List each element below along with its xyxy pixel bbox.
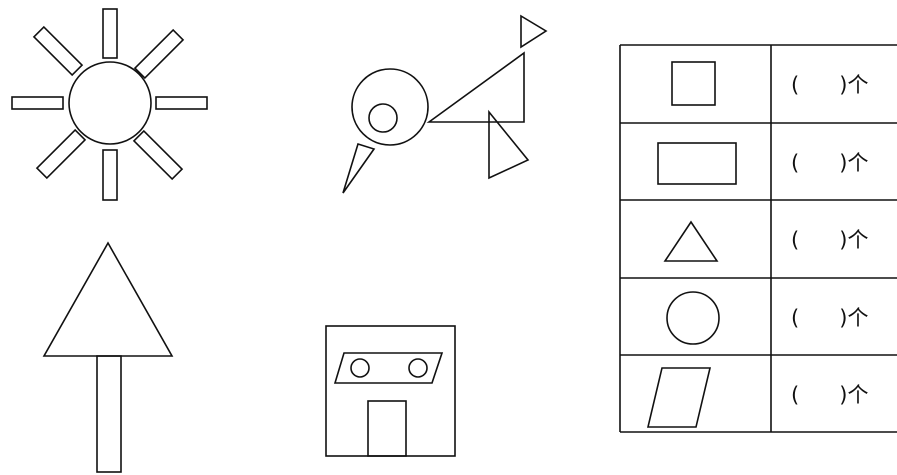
sun-ray-bottom — [102, 149, 118, 201]
bird-tail-triangle — [520, 14, 548, 49]
square-count-answer[interactable]: ( )个 — [791, 73, 868, 97]
triangle-shape-icon — [663, 220, 719, 262]
sun-ray-bottom-left — [35, 128, 87, 180]
house-wall-square — [325, 325, 456, 457]
tree-trunk-rectangle — [96, 355, 122, 473]
house-window-left-circle — [350, 358, 370, 378]
count-table: ( )个 ( )个 ( )个 ( )个 ( )个 — [619, 44, 897, 433]
sun-ray-top-right — [133, 28, 185, 80]
square-shape-icon — [671, 61, 716, 106]
bird-figure — [342, 14, 548, 194]
circle-count-answer[interactable]: ( )个 — [791, 306, 868, 330]
sun-ray-top — [102, 8, 118, 59]
sun-ray-bottom-right — [132, 129, 184, 181]
bird-head-circle — [351, 68, 429, 146]
house-window-right-circle — [408, 358, 428, 378]
parallelogram-count-answer[interactable]: ( )个 — [791, 383, 868, 407]
tree-top-triangle — [42, 241, 174, 357]
rectangle-shape-icon — [657, 142, 737, 185]
house-door-rectangle — [367, 400, 407, 457]
rectangle-count-answer[interactable]: ( )个 — [791, 151, 868, 175]
bird-wing-triangle — [488, 109, 530, 180]
tree-figure — [42, 241, 174, 473]
bird-eye-circle — [368, 103, 398, 133]
sun-ray-left — [11, 96, 64, 110]
sun-ray-top-left — [32, 25, 84, 77]
house-figure — [325, 325, 456, 457]
triangle-count-answer[interactable]: ( )个 — [791, 228, 868, 252]
bird-beak-triangle — [342, 142, 376, 194]
sun-center-circle — [68, 61, 152, 145]
house-window-parallelogram — [333, 352, 444, 384]
sun-figure — [11, 8, 208, 201]
circle-shape-icon — [666, 291, 720, 345]
sun-ray-right — [155, 96, 208, 110]
bird-body-triangle — [426, 51, 525, 123]
parallelogram-shape-icon — [646, 367, 712, 428]
